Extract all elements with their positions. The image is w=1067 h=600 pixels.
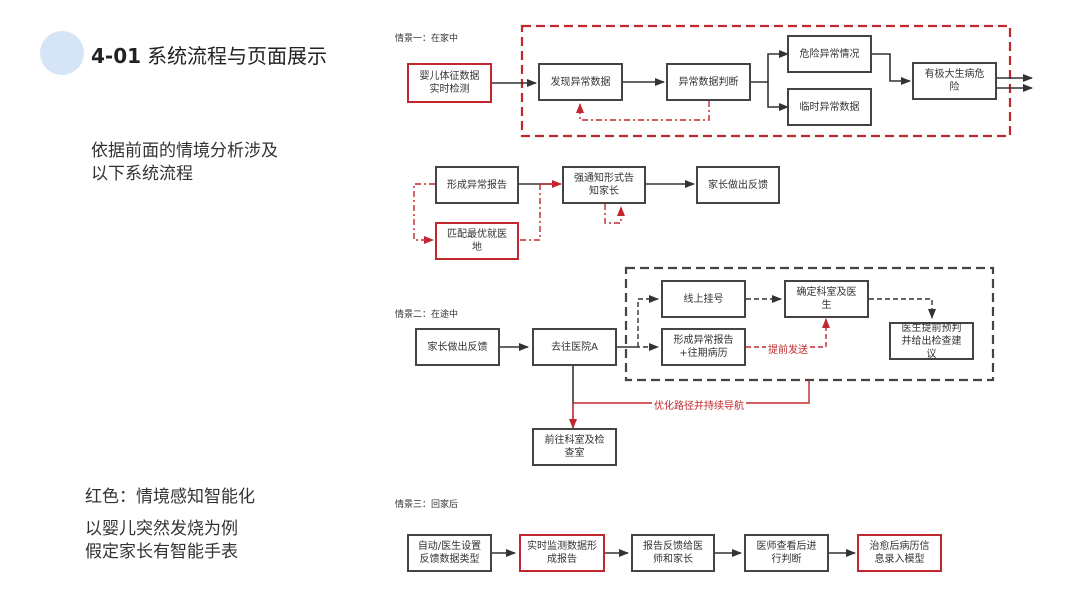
- node-realtime-report: 实时监测数据形成报告: [519, 534, 605, 572]
- node-report-feedback: 报告反馈给医师和家长: [631, 534, 715, 572]
- node-parent-feedback-2: 家长做出反馈: [415, 328, 500, 366]
- node-infant-monitor: 婴儿体征数据实时检测: [407, 63, 492, 103]
- node-form-report: 形成异常报告: [435, 166, 519, 204]
- node-confirm-dept: 确定科室及医生: [784, 280, 869, 318]
- edge-label-navigate: 优化路径并持续导航: [652, 397, 746, 412]
- description-line-1: 依据前面的情境分析涉及: [91, 141, 278, 161]
- scene2-label: 情景二：在途中: [395, 310, 459, 320]
- node-online-register: 线上挂号: [661, 280, 746, 318]
- node-parent-feedback: 家长做出反馈: [696, 166, 780, 204]
- node-find-abnormal: 发现异常数据: [538, 63, 623, 101]
- node-high-risk: 有极大生病危险: [912, 62, 997, 100]
- legend-note: 红色：情境感知智能化: [85, 487, 255, 507]
- description: 依据前面的情境分析涉及 以下系统流程: [91, 140, 278, 186]
- example-note: 以婴儿突然发烧为例 假定家长有智能手表: [85, 518, 238, 564]
- section-number: 4-01: [91, 44, 142, 68]
- decorative-circle: [40, 31, 84, 75]
- node-report-history: 形成异常报告+往期病历: [661, 328, 746, 366]
- node-abnormal-judge: 异常数据判断: [666, 63, 751, 101]
- node-match-hospital: 匹配最优就医地: [435, 222, 519, 260]
- node-temporary: 临时异常数据: [787, 88, 872, 126]
- description-line-2: 以下系统流程: [91, 164, 193, 184]
- node-go-hospital: 去往医院A: [532, 328, 617, 366]
- example-line-2: 假定家长有智能手表: [85, 542, 238, 562]
- edge-label-send-ahead: 提前发送: [766, 341, 810, 356]
- node-goto-dept: 前往科室及检查室: [532, 428, 617, 466]
- scene1-red-frame: [520, 24, 1012, 138]
- node-doctor-judge: 医师查看后进行判断: [744, 534, 829, 572]
- node-record-model: 治愈后病历信息录入模型: [857, 534, 942, 572]
- scene1-label: 情景一：在家中: [395, 34, 459, 44]
- section-title: 系统流程与页面展示: [147, 44, 328, 68]
- node-danger: 危险异常情况: [787, 35, 872, 73]
- node-set-feedback-type: 自动/医生设置反馈数据类型: [407, 534, 492, 572]
- node-notify-parent: 强通知形式告知家长: [562, 166, 646, 204]
- node-doctor-advice: 医生提前预判并给出检查建议: [889, 322, 974, 360]
- example-line-1: 以婴儿突然发烧为例: [85, 519, 238, 539]
- scene3-label: 情景三：回家后: [395, 500, 459, 510]
